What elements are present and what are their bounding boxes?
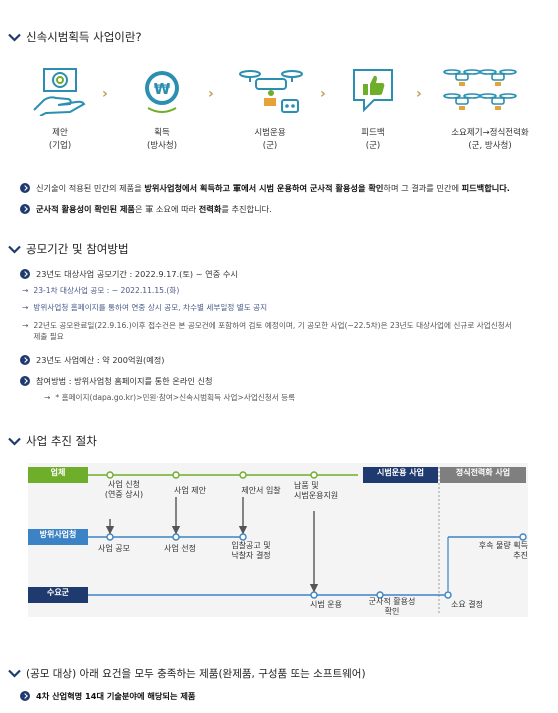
chevron-down-icon xyxy=(8,245,21,254)
node-operate: 시범 운용 xyxy=(310,600,342,609)
step-5-label: 소요제기→정식전력화(군, 방사청) xyxy=(451,128,529,151)
check-bullet-icon xyxy=(20,269,30,279)
node-verify: 군사적 활용성 확인 xyxy=(368,597,416,616)
period-item: 23년도 대상사업 공모기간 : 2022.9.17.(토) ~ 연중 수시 xyxy=(20,268,238,280)
method-item: 참여방법 : 방위사업청 홈페이지를 통한 온라인 신청 xyxy=(20,375,213,387)
section-title-text: 사업 추진 절차 xyxy=(26,434,97,448)
node-demand: 소요 결정 xyxy=(451,600,483,609)
method-sub: →* 홈페이지(dapa.go.kr)>민원·참여>신속시범획득 사업>사업신청… xyxy=(44,393,296,402)
row-company xyxy=(28,467,88,483)
hand-proposal-icon xyxy=(33,68,86,116)
phase-header-formal xyxy=(440,467,526,483)
step-arrow-icon: › xyxy=(320,86,326,102)
step-4-label: 피드백(군) xyxy=(361,128,385,151)
check-bullet-icon xyxy=(20,376,30,386)
section-title-2: 공모기간 및 참여방법 xyxy=(8,241,129,257)
period-sub-1: →23-1차 대상사업 공모 : ~ 2022.11.15.(화) xyxy=(22,286,180,295)
drone-icon xyxy=(239,70,303,113)
drone-fleet-icon xyxy=(443,69,517,110)
period-sub-3: → 22년도 공모완료일(22.9.16.)이후 접수건은 본 공모건에 포함하… xyxy=(22,321,512,341)
section-title-text: 공모기간 및 참여방법 xyxy=(26,242,129,256)
step-2-label: 획득(방사청) xyxy=(146,128,178,151)
section-title-3: 사업 추진 절차 xyxy=(8,433,97,449)
section1-bullet-1: 신기술이 적용된 민간의 제품을 방위사업청에서 획득하고 軍에서 시범 운용하… xyxy=(20,182,550,194)
node-contract: 입찰공고 및 낙찰자 결정 xyxy=(231,541,271,560)
node-bid: 제안서 입찰 xyxy=(241,486,281,495)
target-item: 4차 산업혁명 14대 기술분야에 해당되는 제품 xyxy=(20,690,195,702)
check-bullet-icon xyxy=(20,204,30,214)
step-1-label: 제안(기업) xyxy=(48,128,72,151)
svg-text:₩: ₩ xyxy=(154,80,171,98)
phase-header-trial xyxy=(363,467,438,483)
step-3-label: 시범운용(군) xyxy=(254,128,286,151)
phase-trial-label: 시범운용 사업 xyxy=(377,468,424,477)
row-dapa-label: 방위사업청 xyxy=(39,530,77,539)
node-deliver: 납품 및 시범운용지원 xyxy=(294,481,339,500)
node-select: 사업 선정 xyxy=(164,544,196,553)
check-bullet-icon xyxy=(20,355,30,365)
node-announce: 사업 공모 xyxy=(98,544,130,553)
section1-bullet-2: 군사적 활용성이 확인된 제품은 軍 소요에 따라 전력화를 추진합니다. xyxy=(20,203,550,215)
chevron-down-icon xyxy=(8,669,21,678)
won-coin-icon: ₩ xyxy=(145,71,179,113)
section-title-1: 신속시범획득 사업이란? xyxy=(8,29,142,45)
period-sub-2: →방위사업청 홈페이지를 통하여 연중 상시 공모, 차수별 세부일정 별도 공… xyxy=(22,303,268,312)
check-bullet-icon xyxy=(20,691,30,701)
node-apply: 사업 신청 (연중 상시) xyxy=(104,480,144,499)
chevron-down-icon xyxy=(8,437,21,446)
process-flow-diagram xyxy=(28,463,528,617)
check-bullet-icon xyxy=(20,183,30,193)
row-dapa xyxy=(28,529,88,545)
row-military-label: 수요군 xyxy=(46,588,70,597)
section-title-4: (공모 대상) 아래 요건을 모두 충족하는 제품(완제품, 구성품 또는 소프… xyxy=(8,666,366,681)
node-mass: 후속 물량 획득 추진 xyxy=(478,541,528,560)
row-company-label: 업체 xyxy=(50,468,66,477)
section-title-text: (공모 대상) 아래 요건을 모두 충족하는 제품(완제품, 구성품 또는 소프… xyxy=(26,668,366,680)
node-propose: 사업 제안 xyxy=(174,486,206,495)
phase-formal-label: 정식전력화 사업 xyxy=(455,468,511,477)
step-arrow-icon: › xyxy=(102,86,108,102)
thumbs-up-feedback-icon xyxy=(353,69,393,113)
budget-item: 23년도 사업예산 : 약 200억원(예정) xyxy=(20,354,164,366)
step-arrow-icon: › xyxy=(208,86,214,102)
step-arrow-icon: › xyxy=(416,86,422,102)
chevron-down-icon xyxy=(8,33,21,42)
section-title-text: 신속시범획득 사업이란? xyxy=(26,30,142,44)
row-military xyxy=(28,587,88,603)
